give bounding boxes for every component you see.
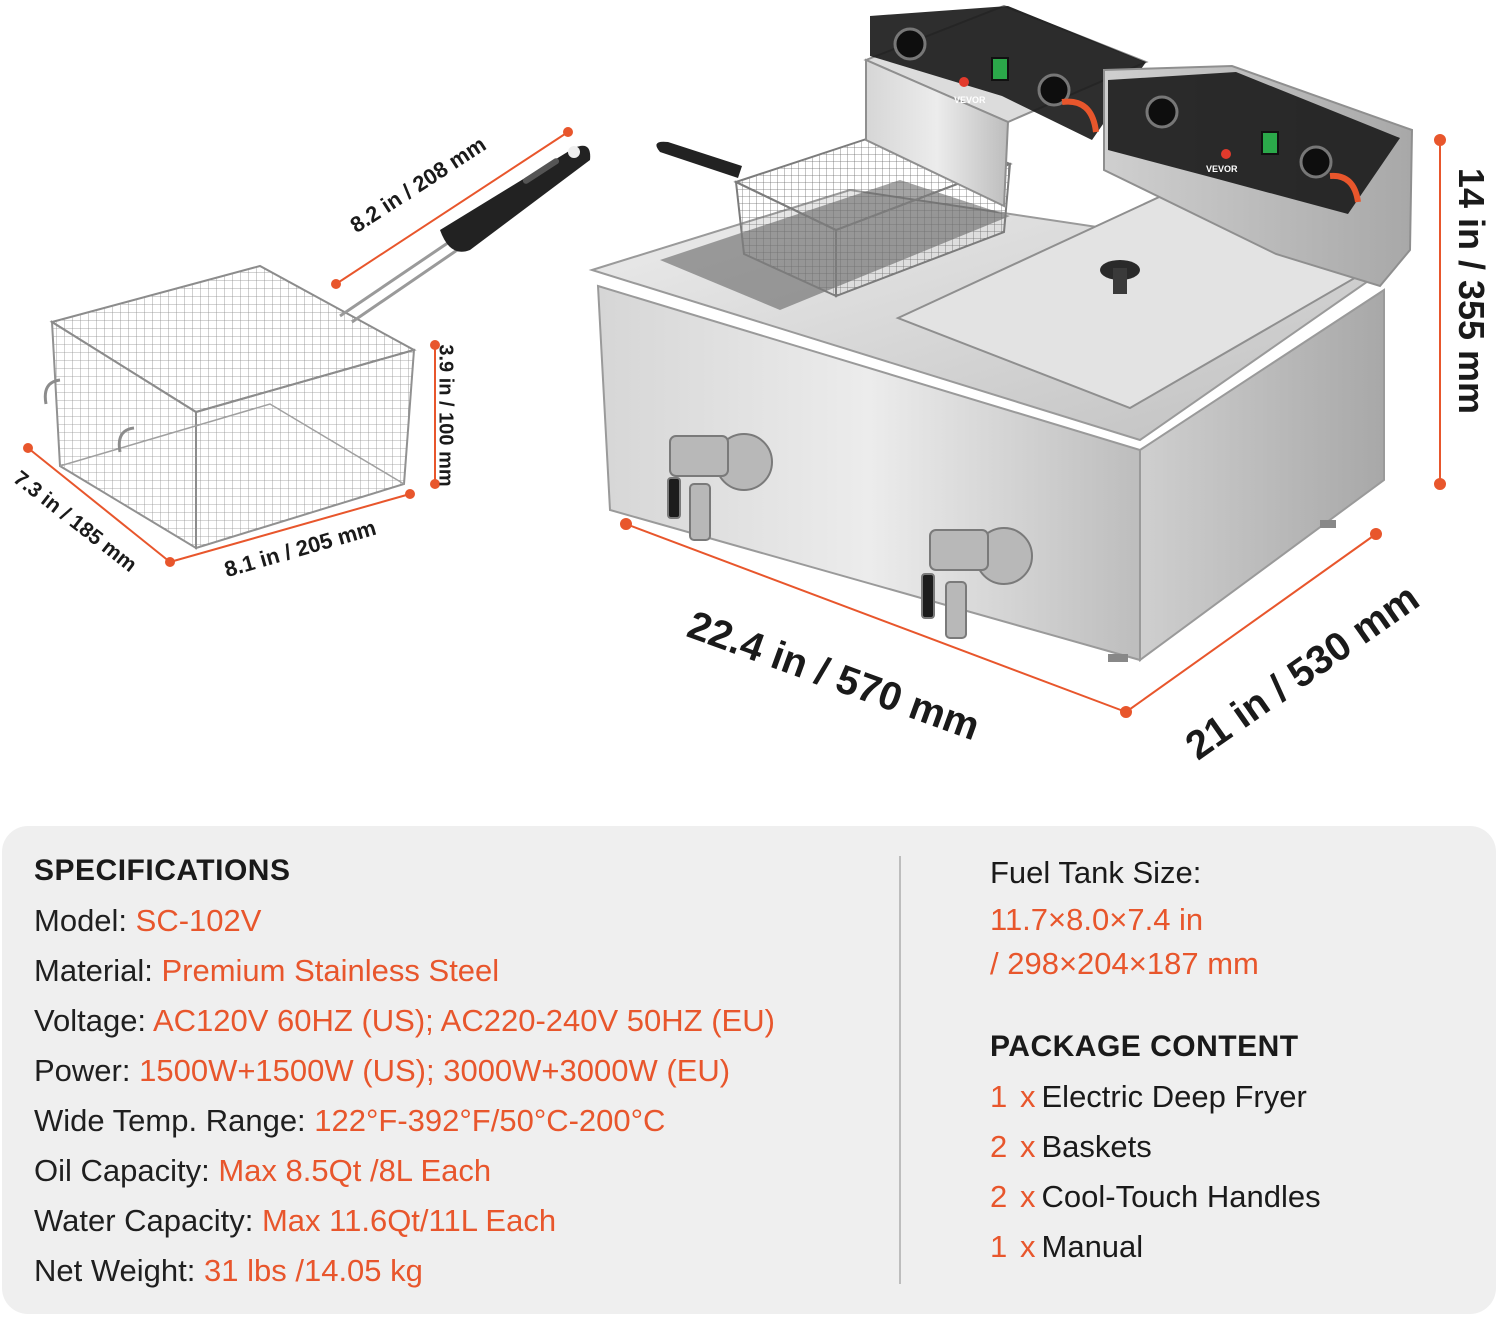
spec-row-oil-capacity: Oil Capacity: Max 8.5Qt /8L Each [34, 1146, 894, 1196]
specifications-heading: SPECIFICATIONS [34, 854, 291, 887]
product-drawing: VEVOR VEVOR [23, 4, 1446, 718]
spec-value: 1500W+1500W (US); 3000W+3000W (EU) [139, 1053, 731, 1088]
package-qty: 2 [990, 1179, 1008, 1214]
package-name: Electric Deep Fryer [1041, 1079, 1307, 1114]
fryer-drawing: VEVOR VEVOR [588, 4, 1414, 662]
package-name: Cool-Touch Handles [1041, 1179, 1321, 1214]
product-illustration: VEVOR VEVOR [9, 4, 1493, 769]
spec-row-voltage: Voltage: AC120V 60HZ (US); AC220-240V 50… [34, 996, 894, 1046]
package-x: x [1020, 1229, 1036, 1264]
spec-label: Model: [34, 903, 136, 938]
spec-value: SC-102V [135, 903, 262, 938]
fuel-tank-label: Fuel Tank Size: [990, 855, 1202, 890]
specifications-panel [2, 826, 1496, 1314]
brand-label-left: VEVOR [954, 95, 986, 105]
spec-value: 31 lbs /14.05 kg [204, 1253, 423, 1288]
spec-label: Water Capacity: [34, 1203, 262, 1238]
fuel-tank-value-line2: / 298×204×187 mm [990, 946, 1259, 981]
package-qty: 2 [990, 1129, 1008, 1164]
right-column: Fuel Tank Size: 11.7×8.0×7.4 in / 298×20… [990, 848, 1470, 1272]
spec-value: Premium Stainless Steel [161, 953, 500, 988]
column-divider [899, 856, 901, 1284]
spec-label: Wide Temp. Range: [34, 1103, 315, 1138]
spec-value: 122°F-392°F/50°C-200°C [314, 1103, 666, 1138]
package-x: x [1020, 1179, 1036, 1214]
fryer-dimension-lines [620, 134, 1446, 718]
spec-value: AC120V 60HZ (US); AC220-240V 50HZ (EU) [152, 1003, 775, 1038]
spec-row-material: Material: Premium Stainless Steel [34, 946, 894, 996]
package-heading: PACKAGE CONTENT [990, 1030, 1299, 1063]
spec-label: Material: [34, 953, 162, 988]
spec-row-net-weight: Net Weight: 31 lbs /14.05 kg [34, 1246, 894, 1296]
specifications-column: SPECIFICATIONS Model: SC-102V Material: … [34, 846, 894, 1296]
package-name: Manual [1041, 1229, 1144, 1264]
spec-label: Oil Capacity: [34, 1153, 219, 1188]
spec-row-model: Model: SC-102V [34, 896, 894, 946]
spec-row-water-capacity: Water Capacity: Max 11.6Qt/11L Each [34, 1196, 894, 1246]
package-x: x [1020, 1079, 1036, 1114]
spec-value: Max 11.6Qt/11L Each [261, 1203, 557, 1238]
package-qty: 1 [990, 1229, 1008, 1264]
spec-row-power: Power: 1500W+1500W (US); 3000W+3000W (EU… [34, 1046, 894, 1096]
spec-row-temp-range: Wide Temp. Range: 122°F-392°F/50°C-200°C [34, 1096, 894, 1146]
package-name: Baskets [1041, 1129, 1152, 1164]
fuel-tank-value-line1: 11.7×8.0×7.4 in [990, 902, 1204, 937]
spec-label: Net Weight: [34, 1253, 205, 1288]
brand-label-right: VEVOR [1206, 164, 1238, 174]
spacer [990, 986, 1470, 1022]
fryer-height-label: 14 in / 355 mm [1451, 167, 1493, 415]
package-qty: 1 [990, 1079, 1008, 1114]
spec-label: Voltage: [34, 1003, 153, 1038]
basket-dimension-lines [23, 127, 573, 567]
basket-height-label: 3.9 in / 100 mm [434, 344, 457, 487]
basket-drawing [43, 145, 591, 550]
spec-value: Max 8.5Qt /8L Each [218, 1153, 492, 1188]
package-x: x [1020, 1129, 1036, 1164]
spec-label: Power: [34, 1053, 140, 1088]
